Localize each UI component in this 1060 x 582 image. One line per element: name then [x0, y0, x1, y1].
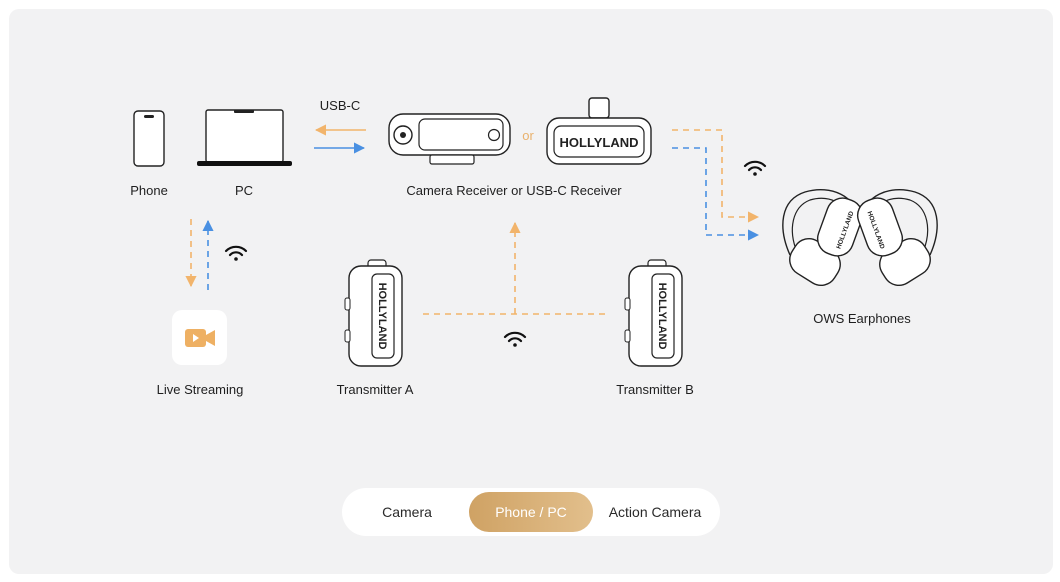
receiver-to-earphones-links	[672, 129, 760, 241]
camera-receiver-icon	[388, 113, 511, 165]
transmitter-b-icon: HOLLYLAND	[624, 259, 683, 367]
earphones-label: OWS Earphones	[813, 311, 911, 326]
transmitter-a-logo: HOLLYLAND	[376, 283, 388, 350]
earphones-icon: HOLLYLAND HOLLYLAND	[782, 189, 938, 287]
laptop-icon	[197, 109, 292, 166]
transmitter-a-icon: HOLLYLAND	[344, 259, 403, 367]
live-streaming-label: Live Streaming	[156, 382, 244, 397]
mode-phone-pc-button[interactable]: Phone / PC	[469, 492, 593, 532]
live-streaming-tile	[172, 310, 227, 365]
diagram-panel	[9, 9, 1053, 574]
or-label: or	[522, 128, 534, 143]
mode-selector: Camera Phone / PC Action Camera	[342, 488, 720, 536]
transmitter-a-label: Transmitter A	[336, 382, 414, 397]
receiver-logo: HOLLYLAND	[560, 135, 639, 150]
receiver-label: Camera Receiver or USB-C Receiver	[406, 183, 622, 198]
usb-c-label: USB-C	[319, 98, 361, 113]
mode-camera-button[interactable]: Camera	[382, 504, 432, 520]
wifi-icon-earphones	[743, 160, 767, 176]
wifi-icon-live	[224, 245, 248, 261]
wifi-icon-transmitters	[503, 331, 527, 347]
transmitter-b-label: Transmitter B	[616, 382, 694, 397]
usbc-receiver-icon: HOLLYLAND	[546, 97, 652, 165]
live-streaming-links	[185, 219, 214, 290]
video-camera-icon	[184, 328, 215, 347]
transmitters-to-receiver-link	[423, 221, 606, 315]
transmitter-b-logo: HOLLYLAND	[656, 283, 668, 350]
usb-arrows	[314, 124, 366, 154]
phone-icon	[133, 110, 165, 167]
phone-label: Phone	[130, 183, 168, 198]
mode-action-camera-button[interactable]: Action Camera	[608, 504, 702, 520]
pc-label: PC	[234, 183, 254, 198]
